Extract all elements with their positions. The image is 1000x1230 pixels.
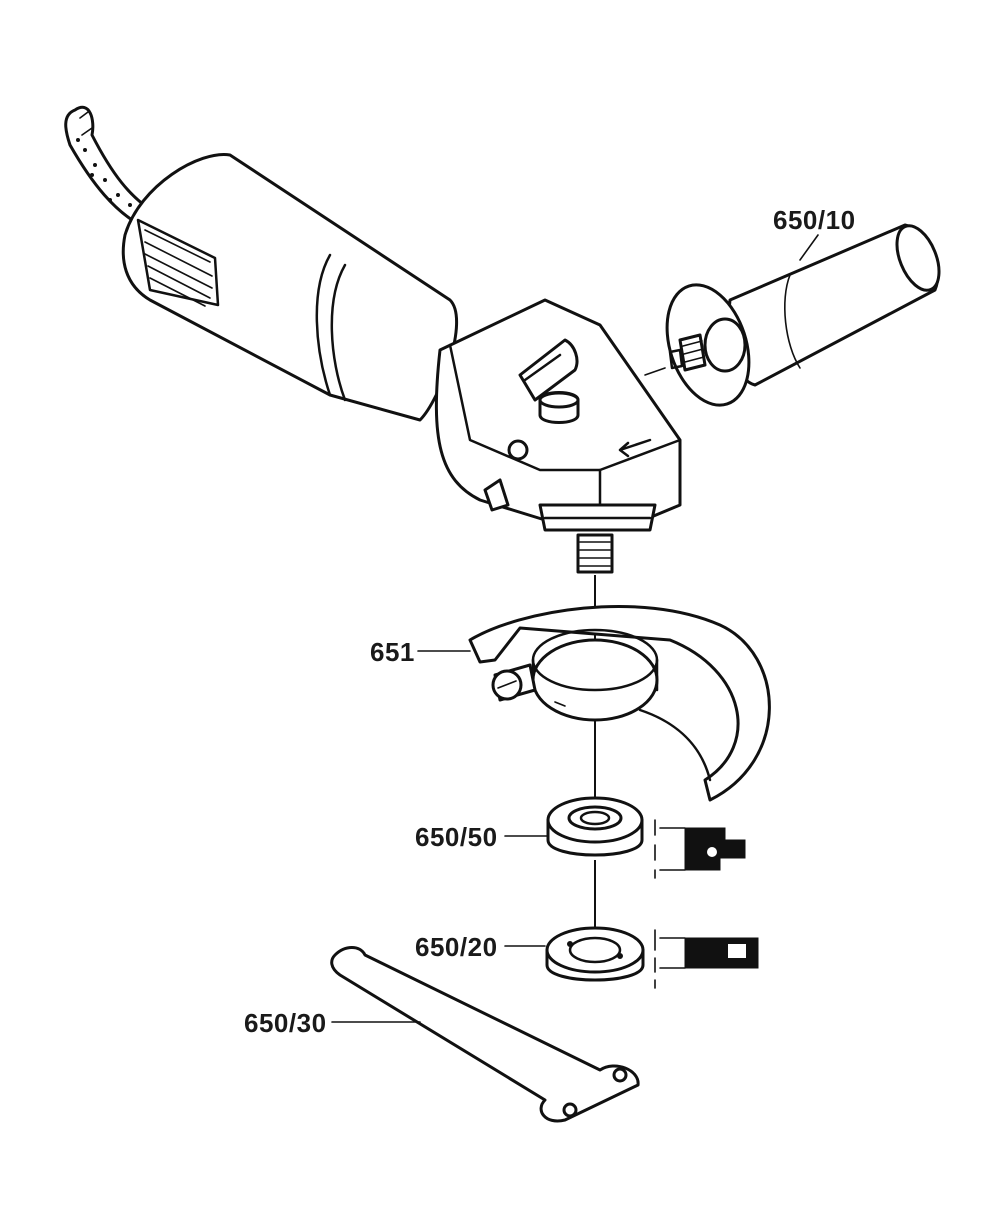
part-label-spanner: 650/30 [244,1008,327,1038]
part-label-handle: 650/10 [773,205,856,235]
part-label-guard: 651 [370,637,415,667]
mounting-flange-icon [546,796,644,857]
flange-profile-icon [654,819,746,879]
nut-profile-icon [654,929,759,989]
part-label-flange: 650/50 [415,822,498,852]
label-leader-lines [331,234,819,1023]
clamping-nut-icon [545,926,645,982]
side-handle-icon [665,223,941,407]
part-label-clamp-nut: 650/20 [415,932,498,962]
wheel-guard-icon [468,605,771,802]
spanner-wrench-icon [330,946,640,1123]
grinder-body-icon [121,153,682,574]
